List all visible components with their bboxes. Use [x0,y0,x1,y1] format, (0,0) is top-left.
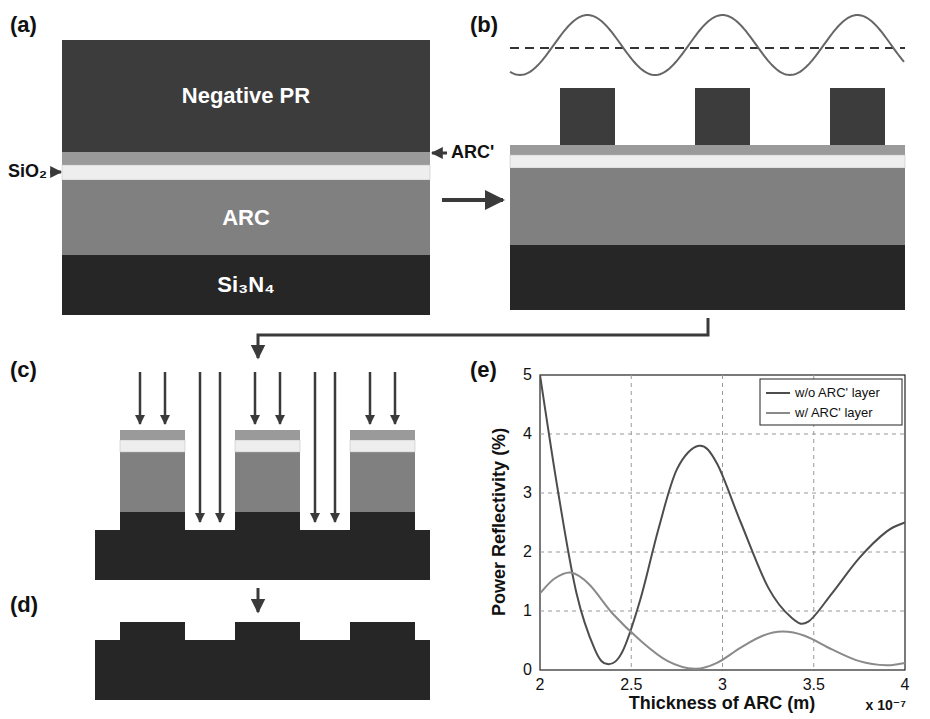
panel-label: (e) [470,358,497,382]
resist-bar [830,88,885,145]
si3n4-ridge [350,512,415,531]
curve-without-arc-prime [540,375,905,664]
etch-arrow [394,372,397,424]
arc-layer [510,168,905,245]
grid-line [540,552,905,553]
panel-label: (c) [10,358,37,382]
si3n4-layer [510,245,905,310]
grid-line [722,375,723,670]
axis-multiplier: x 10⁻⁷ [866,698,906,713]
etch-arrow [314,372,317,522]
grid-line [540,493,905,494]
arc-prime-layer [510,145,905,155]
legend-text: w/ ARC' layer [795,406,873,420]
si3n4-ridge [120,622,185,641]
tick-label: 3 [523,484,532,502]
resist-bar [560,88,615,145]
layer-callout: SiO₂ [8,162,47,182]
layer-name: Negative PR [182,83,310,109]
plot-frame [540,375,905,670]
process-arrow [258,318,708,358]
arc-prime-layer [235,430,300,440]
tick-label: 2 [536,676,545,694]
process-arrow [257,588,260,612]
si3n4-ridge [350,622,415,641]
process-arrow [442,198,503,202]
tick-label: 2 [523,543,532,561]
arc-prime-layer [120,430,185,440]
sio2-layer [350,440,415,452]
resist-bar [695,88,750,145]
si3n4-base [95,640,430,700]
tick-label: 4 [523,425,532,443]
threshold-line [510,47,905,49]
tick-label: 2.5 [620,676,642,694]
layer-name: ARC [222,205,270,231]
resist-band: Negative PR [62,40,430,152]
etch-arrow [334,372,337,522]
curve-with-arc-prime [540,572,905,668]
si3n4-band: Si₃N₄ [62,255,430,315]
tick-label: 0 [523,661,532,679]
arc-band: ARC [62,180,430,255]
tick-label: 5 [523,366,532,384]
leader-arrow [432,152,447,155]
layer-callout: ARC' [451,143,494,163]
panel-label: (b) [470,13,498,37]
grid-line [540,611,905,612]
tick-label: 3 [718,676,727,694]
leader-arrow [50,171,61,174]
panel-label: (a) [10,13,37,37]
tick-label: 4 [901,676,910,694]
arc-layer [235,452,300,512]
sio2-layer [62,165,430,180]
panel-label: (d) [10,593,38,617]
etch-arrow [254,372,257,424]
etch-arrow [219,372,222,522]
etch-arrow [199,372,202,522]
legend-line-sample [766,412,790,414]
grid-line [540,434,905,435]
si3n4-ridge [235,622,300,641]
etch-stacks [120,430,415,531]
axis-title: Thickness of ARC (m) [629,694,815,714]
tick-label: 1 [523,602,532,620]
sio2-layer [235,440,300,452]
sio2-layer [510,155,905,168]
etch-arrow [369,372,372,424]
legend-text: w/o ARC' layer [795,386,880,400]
legend-line-sample [766,392,790,394]
exposure-wave [510,15,904,75]
etch-arrow [164,372,167,424]
etch-arrow [139,372,142,424]
etch-arrows [140,372,395,522]
si3n4-ridge [120,512,185,531]
si3n4-base [95,530,430,580]
arc-prime-layer [62,152,430,165]
grid-lines [540,375,905,670]
axis-title: Power Reflectivity (%) [490,428,510,616]
si3n4-ridge [235,512,300,531]
legend-box [760,379,902,425]
arc-layer [350,452,415,512]
tick-label: 3.5 [803,676,825,694]
arc-prime-layer [350,430,415,440]
etch-arrow [279,372,282,424]
sio2-layer [120,440,185,452]
arc-layer [120,452,185,512]
layer-name: Si₃N₄ [217,272,274,298]
